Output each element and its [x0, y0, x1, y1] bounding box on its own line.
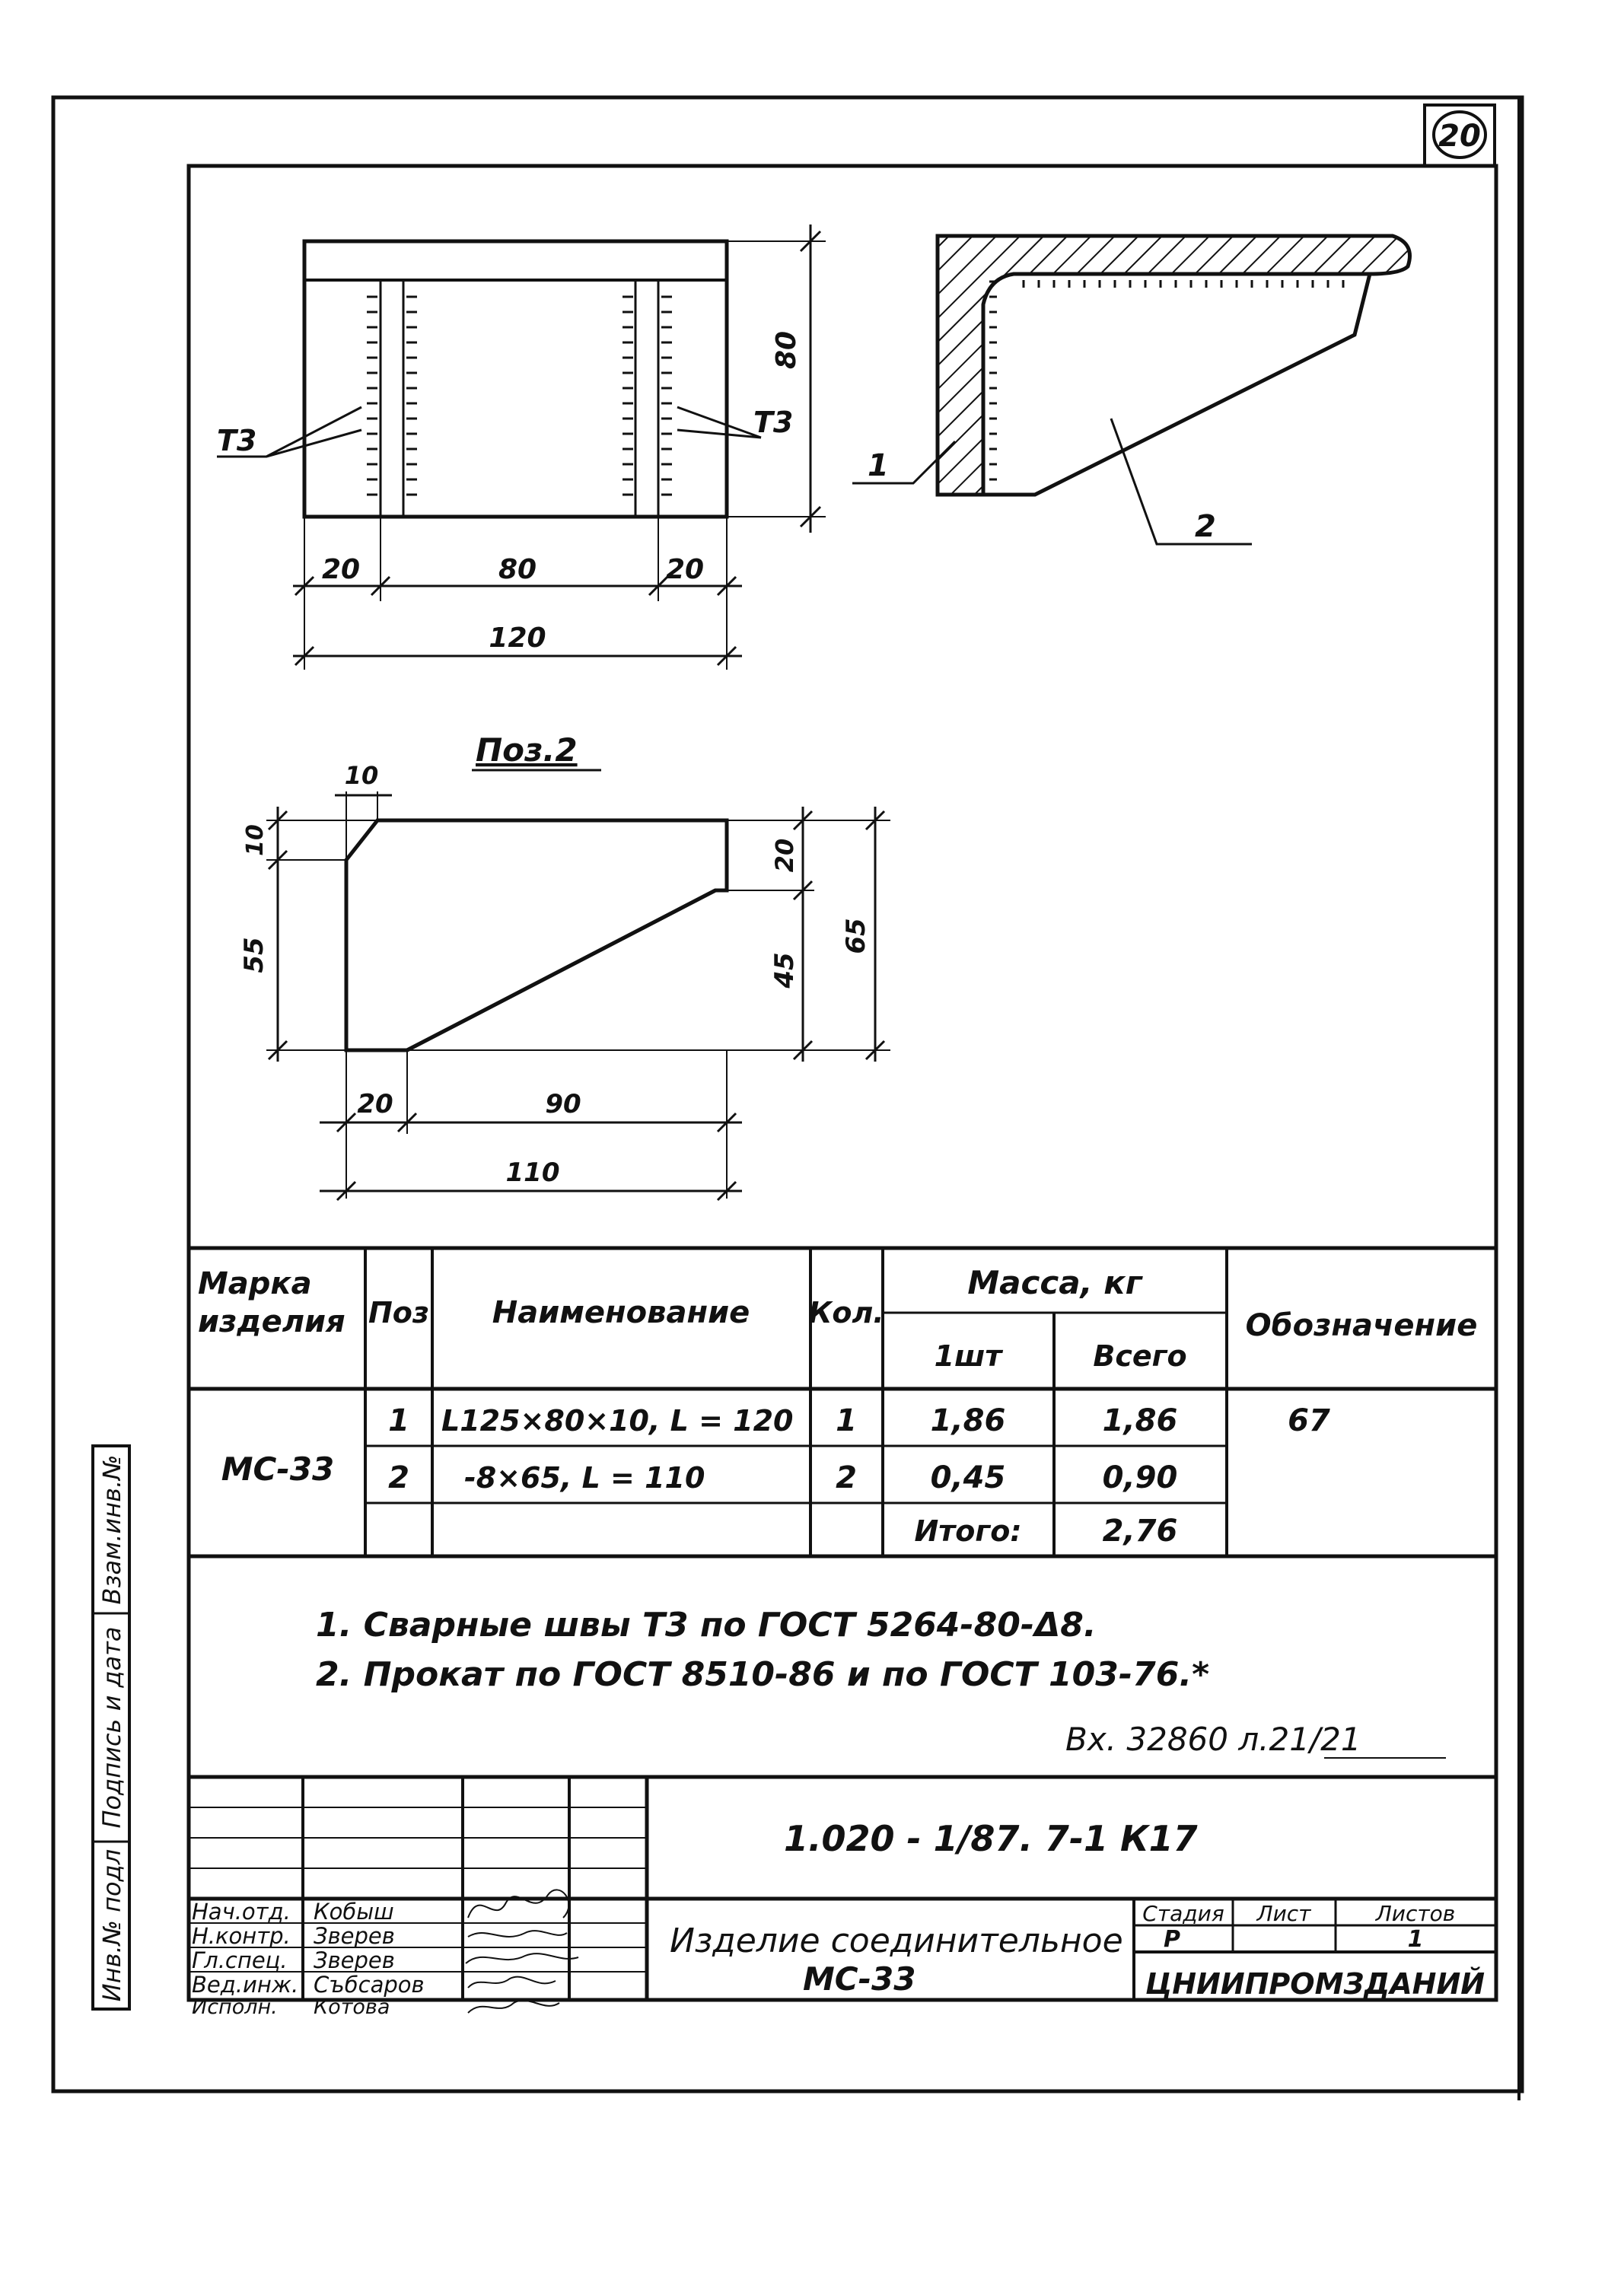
drawing-frame: [186, 164, 1498, 2002]
sheets-value: 1: [1408, 1926, 1424, 1953]
role-3: Гл.спец.: [192, 1947, 288, 1973]
dim-right-mid: 45: [769, 952, 800, 989]
sheets-label: Листов: [1375, 1901, 1456, 1926]
product-mark: МС-33: [221, 1450, 335, 1488]
total-label: Итого:: [914, 1514, 1021, 1548]
dim-right-top: 20: [770, 839, 799, 873]
name-2: Зверев: [314, 1923, 395, 1949]
callout-2: 2: [1195, 509, 1216, 544]
notes: 1. Сварные швы Т3 по ГОСТ 5264-80-Δ8. 2.…: [316, 1606, 1446, 1759]
sheet-number-box: 20: [1423, 103, 1496, 167]
row2-name: -8×65, L = 110: [464, 1461, 705, 1495]
header-mark-line1: Марка: [198, 1266, 312, 1301]
header-mark-line2: изделия: [198, 1304, 345, 1339]
weld-label-right: Т3: [753, 406, 793, 439]
role-4: Вед.инж.: [192, 1972, 298, 1998]
side-stamp-replacement: Взам.инв.№: [97, 1455, 126, 1605]
dim-total-h: 65: [841, 918, 871, 954]
row2-pos: 2: [388, 1460, 409, 1495]
role-2: Н.контр.: [192, 1923, 291, 1949]
dim-height: 80: [771, 331, 802, 369]
section-view-drawing: 1 2: [852, 234, 1412, 546]
specification-table: Марка изделия Поз Наименование Кол. Масс…: [189, 1246, 1496, 1559]
dim-chamfer-w: 10: [345, 761, 379, 790]
header-mass-unit: 1шт: [935, 1339, 1004, 1373]
dim-left-h: 55: [239, 937, 269, 973]
name-3: Зверев: [314, 1947, 395, 1973]
role-1: Нач.отд.: [192, 1899, 291, 1925]
organization: ЦНИИПРОМЗДАНИЙ: [1145, 1967, 1485, 2001]
sheet-label: Лист: [1256, 1901, 1312, 1926]
row1-total-mass: 1,86: [1103, 1403, 1178, 1438]
side-stamp-inventory: Инв.№ подл: [97, 1849, 126, 2001]
dim-right: 20: [666, 554, 704, 585]
dim-bottom-left: 20: [357, 1089, 393, 1119]
header-pos: Поз: [368, 1296, 429, 1329]
plan-view-drawing: Т3 Т3 80 20 80 20 120: [217, 224, 826, 670]
product-name-line1: Изделие соединительное: [670, 1922, 1123, 1960]
part-2-drawing: Поз.2 10 10 55 20 45 65 20 9: [239, 731, 890, 1202]
note-1: 1. Сварные швы Т3 по ГОСТ 5264-80-Δ8.: [316, 1606, 1097, 1645]
sheet-number: 20: [1438, 119, 1481, 154]
name-4: Събсаров: [314, 1972, 425, 1998]
weld-label-left: Т3: [217, 424, 256, 457]
role-5: Исполн.: [192, 1995, 278, 2019]
stage-label: Стадия: [1142, 1901, 1224, 1926]
outer-border: [51, 95, 1524, 2094]
dim-total-w: 110: [506, 1157, 560, 1188]
drawing-code: 1.020 - 1/87. 7-1 К17: [784, 1818, 1198, 1859]
inventory-note: Вх. 32860 л.21/21: [1065, 1721, 1361, 1758]
callout-1: 1: [868, 448, 889, 483]
row2-unit-mass: 0,45: [931, 1460, 1006, 1495]
row1-designation: 67: [1288, 1403, 1330, 1438]
dim-mid: 80: [498, 554, 537, 585]
row1-unit-mass: 1,86: [931, 1403, 1006, 1438]
name-1: Кобыш: [314, 1899, 394, 1925]
total-value: 2,76: [1103, 1514, 1178, 1549]
row1-name: L125×80×10, L = 120: [441, 1404, 793, 1438]
side-stamp-signature: Подпись и дата: [97, 1626, 126, 1828]
signatures: [465, 1889, 579, 2014]
header-qty: Кол.: [808, 1296, 884, 1329]
dim-left: 20: [322, 554, 360, 585]
header-name: Наименование: [492, 1295, 750, 1330]
row1-pos: 1: [388, 1403, 409, 1438]
name-5: Котова: [314, 1995, 390, 2019]
header-designation: Обозначение: [1246, 1308, 1478, 1343]
dim-chamfer-h: 10: [242, 824, 269, 856]
note-2: 2. Прокат по ГОСТ 8510-86 и по ГОСТ 103-…: [316, 1655, 1209, 1694]
row2-qty: 2: [836, 1460, 857, 1495]
product-name-line2: МС-33: [803, 1960, 916, 1998]
title-block: 1.020 - 1/87. 7-1 К17 Нач.отд. Н.контр. …: [189, 1775, 1496, 2019]
dim-bottom-mid: 90: [545, 1089, 581, 1119]
dim-total: 120: [489, 622, 546, 654]
part-2-title: Поз.2: [476, 731, 578, 769]
side-stamp: Инв.№ подл Подпись и дата Взам.инв.№: [91, 1444, 131, 2011]
header-mass-total: Всего: [1093, 1339, 1186, 1373]
row2-total-mass: 0,90: [1103, 1460, 1178, 1495]
stage-value: Р: [1164, 1926, 1180, 1953]
row1-qty: 1: [836, 1403, 857, 1438]
header-mass: Масса, кг: [967, 1264, 1143, 1301]
